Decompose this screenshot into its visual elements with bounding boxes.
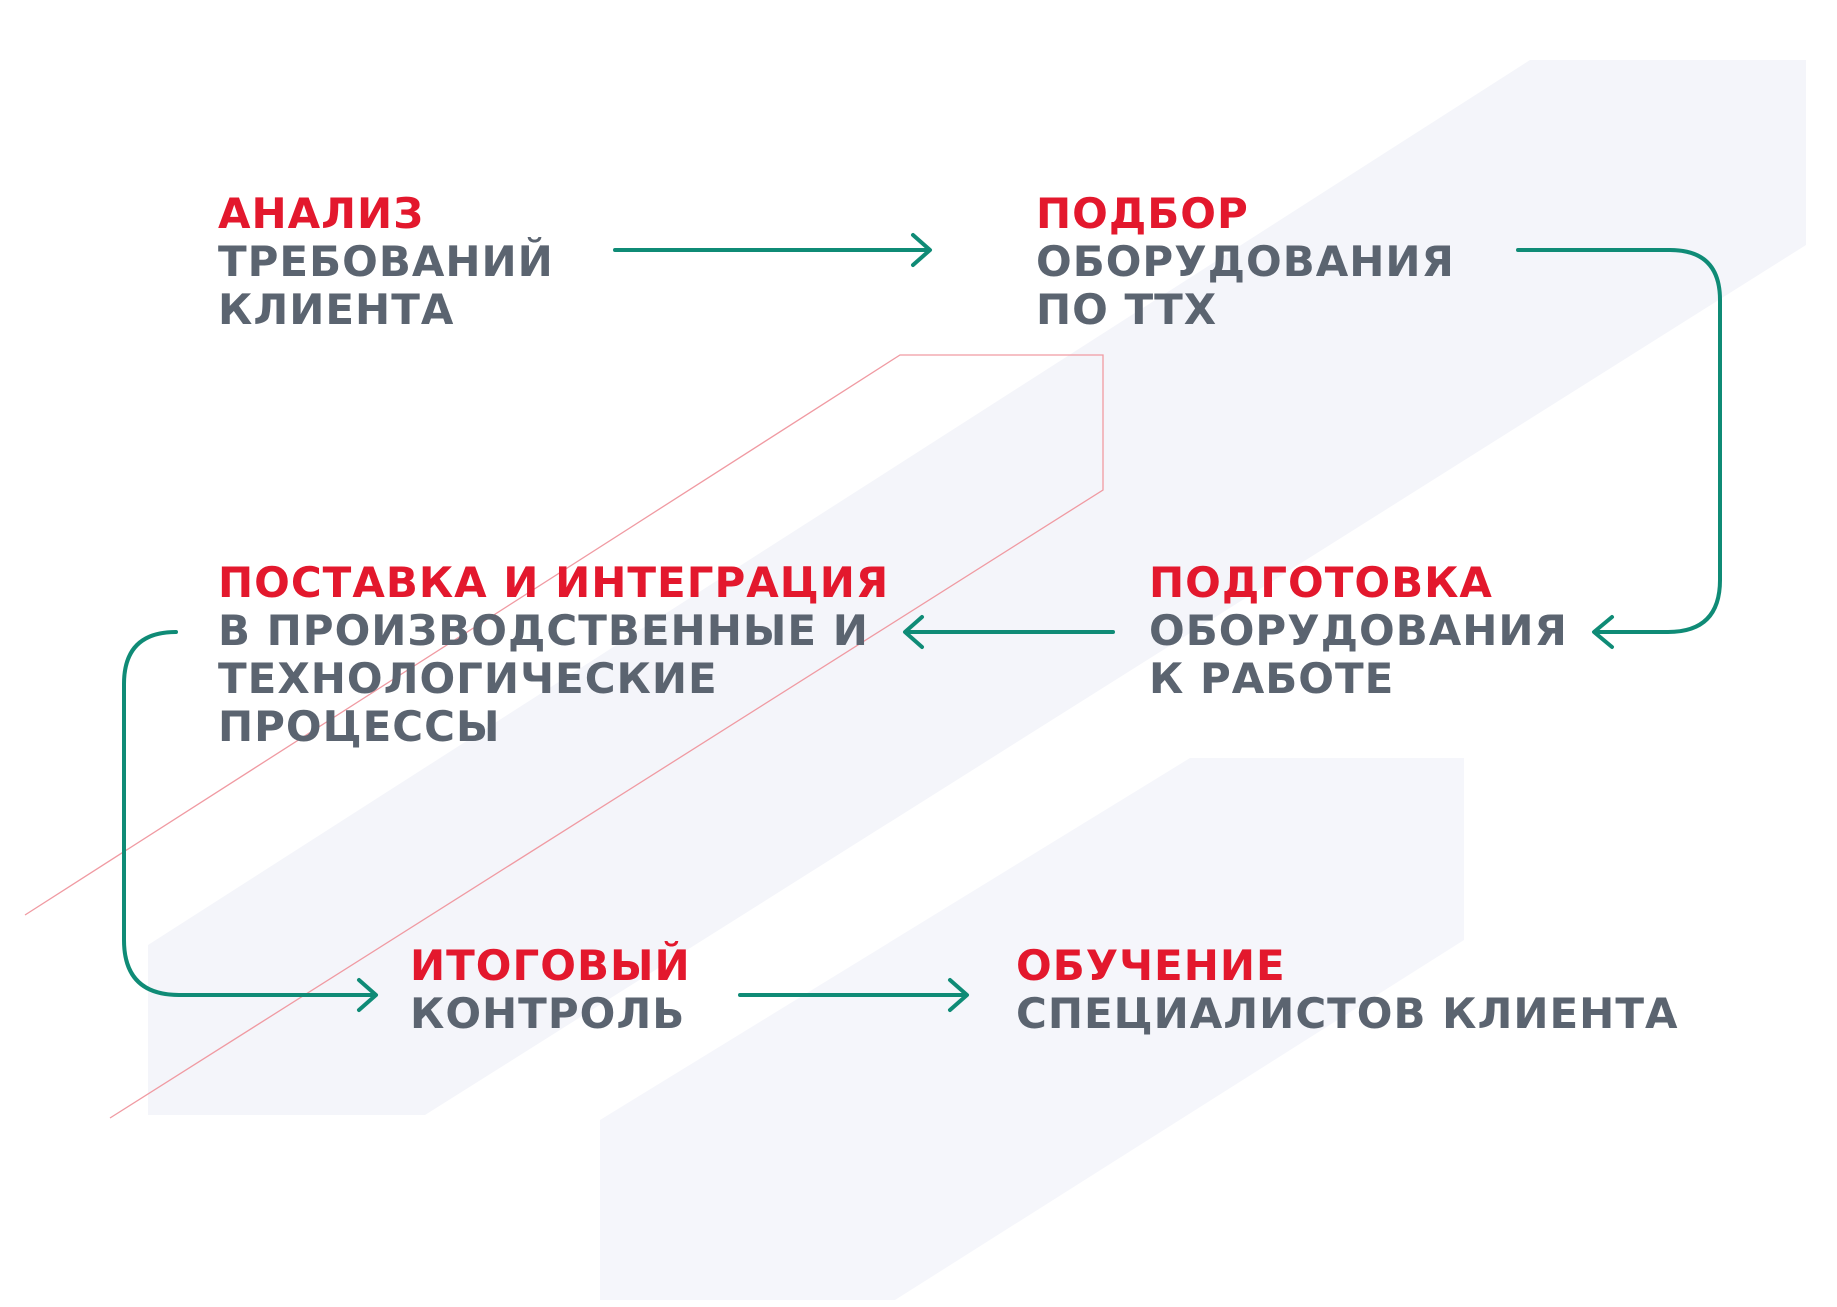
step-line: КОНТРОЛЬ [410, 989, 686, 1038]
step-title: ПОСТАВКА И ИНТЕГРАЦИЯ [218, 558, 890, 607]
background-band-lower [600, 758, 1464, 1300]
step-title: ИТОГОВЫЙ [410, 941, 691, 990]
arrow-delivery-to-control [122, 630, 378, 1012]
step-analysis: АНАЛИЗ ТРЕБОВАНИЙ КЛИЕНТА [218, 190, 554, 334]
step-title: АНАЛИЗ [218, 189, 425, 238]
arrow-preparation-to-delivery [903, 615, 1115, 649]
step-delivery-integration: ПОСТАВКА И ИНТЕГРАЦИЯ В ПРОИЗВОДСТВЕННЫЕ… [218, 559, 889, 751]
arrow-selection-to-preparation [1516, 248, 1722, 649]
step-title: ПОДГОТОВКА [1149, 558, 1493, 607]
step-line: СПЕЦИАЛИСТОВ КЛИЕНТА [1016, 989, 1679, 1038]
step-line: ПО ТТХ [1036, 285, 1218, 334]
step-title: ОБУЧЕНИЕ [1016, 941, 1286, 990]
step-title: ПОДБОР [1036, 189, 1249, 238]
step-preparation: ПОДГОТОВКА ОБОРУДОВАНИЯ К РАБОТЕ [1149, 559, 1568, 703]
step-line: ТЕХНОЛОГИЧЕСКИЕ [218, 654, 718, 703]
arrow-control-to-training [738, 978, 969, 1012]
arrow-analysis-to-selection [613, 233, 932, 267]
thin-outline-line [24, 354, 1104, 1119]
background-band-upper [148, 60, 1806, 1115]
step-selection: ПОДБОР ОБОРУДОВАНИЯ ПО ТТХ [1036, 190, 1455, 334]
step-line: ОБОРУДОВАНИЯ [1149, 606, 1568, 655]
step-line: ПРОЦЕССЫ [218, 702, 501, 751]
step-final-control: ИТОГОВЫЙ КОНТРОЛЬ [410, 942, 691, 1038]
step-line: В ПРОИЗВОДСТВЕННЫЕ И [218, 606, 869, 655]
step-training: ОБУЧЕНИЕ СПЕЦИАЛИСТОВ КЛИЕНТА [1016, 942, 1679, 1038]
step-line: ОБОРУДОВАНИЯ [1036, 237, 1455, 286]
step-line: КЛИЕНТА [218, 285, 455, 334]
step-line: ТРЕБОВАНИЙ [218, 237, 554, 286]
step-line: К РАБОТЕ [1149, 654, 1395, 703]
